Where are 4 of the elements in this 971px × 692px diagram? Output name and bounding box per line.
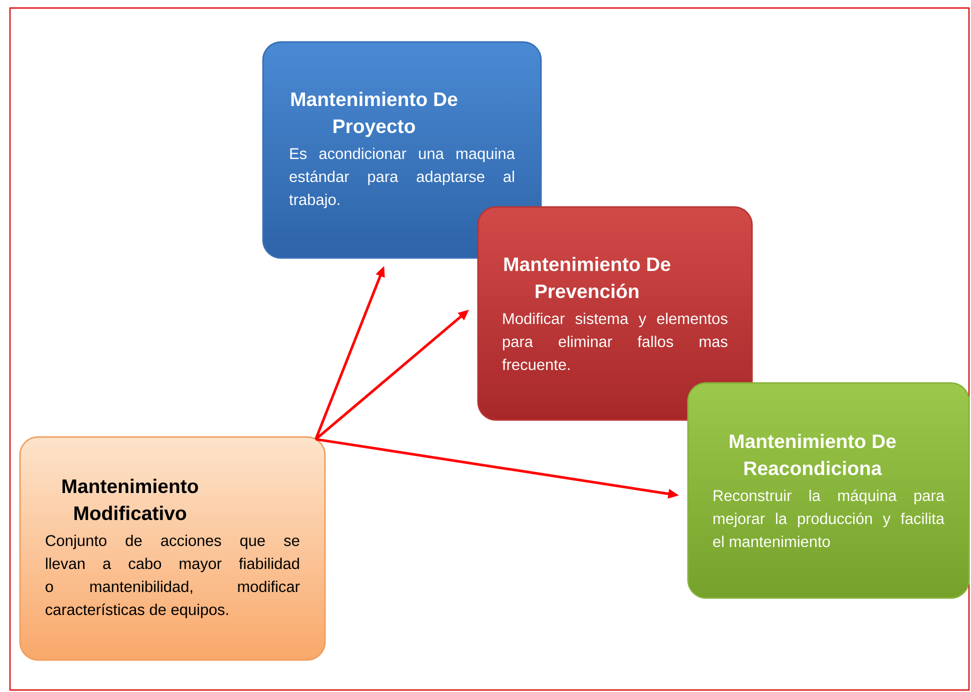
- text-box: Mantenimiento De Proyecto Es acondicionar una maquina estándar para adaptarse al trabajo.: [262, 41, 542, 259]
- text-box: Mantenimiento Modificativo Conjunto de acciones que se llevan a cabo mayor fiabilidad o mantenibilidad, modificar características de equipos.: [19, 436, 326, 661]
- text-box: Mantenimiento De Prevención Modificar sistema y elementos para eliminar fallos mas frecuente.: [477, 206, 753, 421]
- text-box: Mantenimiento De Reacondiciona Reconstruir la máquina para mejorar la producción y facilita el mantenimiento: [687, 382, 970, 599]
